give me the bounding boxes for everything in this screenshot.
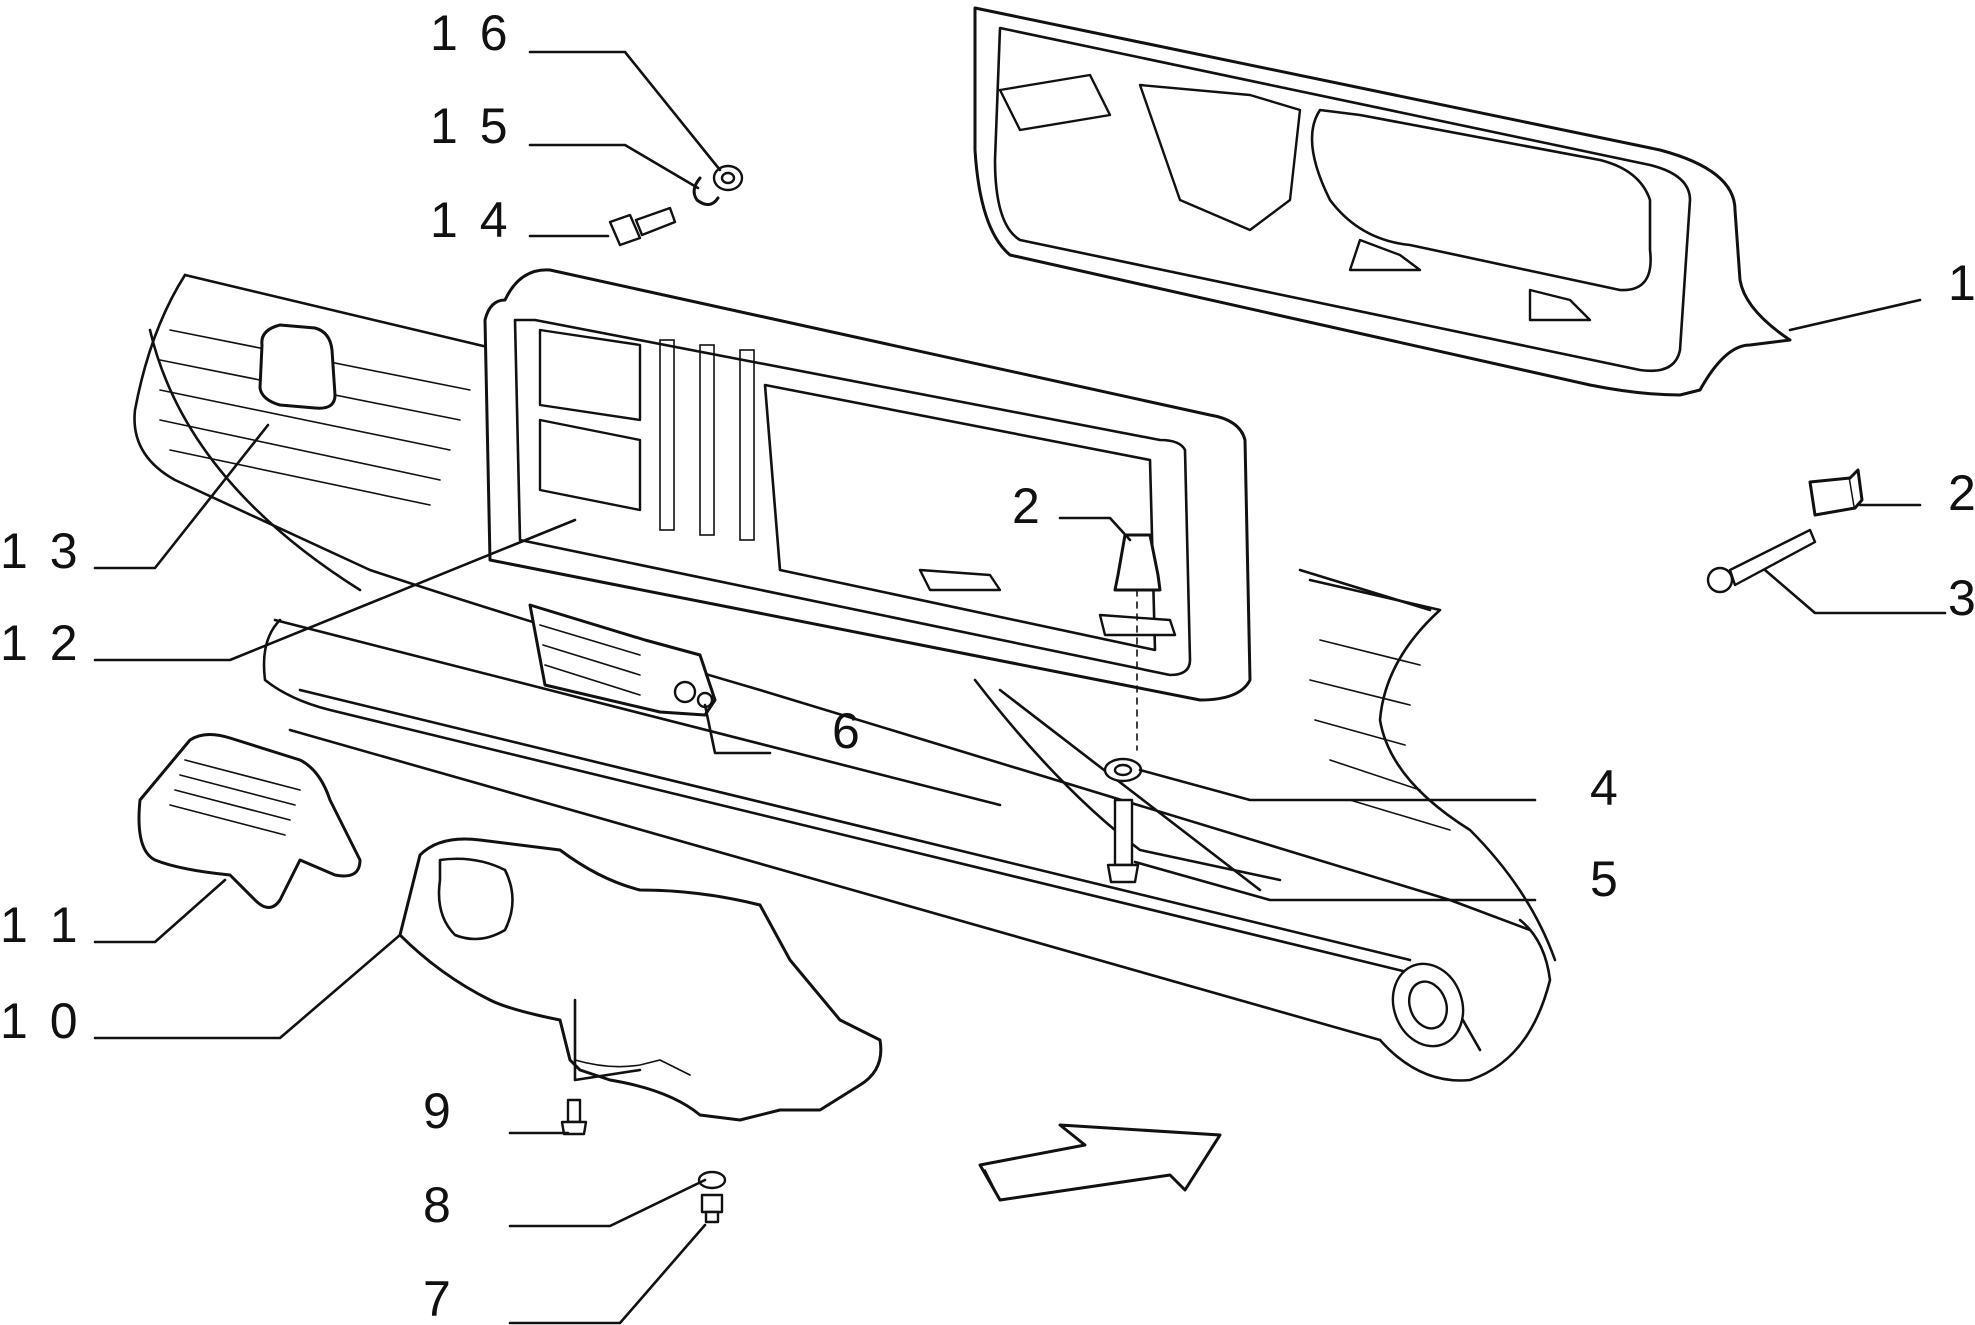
direction-arrow-icon — [978, 1123, 1222, 1202]
part-12-instrument-bezel — [483, 268, 1252, 702]
callout-8: 8 — [423, 1177, 455, 1233]
part-6-vent-grille — [528, 603, 717, 717]
callout-3: 3 — [1948, 570, 1975, 626]
callout-2-upper: 2 — [1012, 478, 1044, 534]
part-15-lock-washer — [692, 176, 720, 206]
part-3-screw — [1706, 528, 1817, 594]
leader-lines — [93, 50, 1947, 1325]
callouts: 1 6 1 5 1 4 1 3 1 2 1 1 1 0 9 8 7 6 5 4 … — [0, 5, 1975, 1325]
part-9-screw — [560, 1098, 588, 1136]
callout-16: 1 6 — [430, 5, 512, 61]
callout-12: 1 2 — [0, 615, 82, 671]
part-13-cap — [258, 323, 337, 410]
part-8-washer — [697, 1170, 727, 1190]
callout-5: 5 — [1590, 851, 1622, 907]
callout-10: 1 0 — [0, 993, 82, 1049]
callout-13: 1 3 — [0, 523, 82, 579]
part-14-bolt — [608, 206, 677, 247]
part-11-knob-cover — [137, 733, 362, 909]
part-2-clip-right — [1808, 468, 1864, 517]
part-16-nut — [712, 164, 744, 192]
part-5-screw — [1106, 798, 1140, 884]
callout-7: 7 — [423, 1271, 455, 1325]
callout-2-right: 2 — [1948, 465, 1975, 521]
callout-1: 1 — [1948, 255, 1975, 311]
callout-6: 6 — [832, 703, 864, 759]
part-1-upper-housing — [973, 6, 1792, 397]
part-2-clip-upper — [1113, 533, 1162, 592]
callout-9: 9 — [423, 1083, 455, 1139]
part-10-steering-shroud — [398, 837, 883, 1122]
callout-11: 1 1 — [0, 897, 82, 953]
callout-14: 1 4 — [430, 192, 512, 248]
callout-15: 1 5 — [430, 98, 512, 154]
callout-4: 4 — [1590, 760, 1622, 816]
part-4-washer — [1103, 757, 1143, 783]
part-7-screw — [700, 1193, 724, 1224]
